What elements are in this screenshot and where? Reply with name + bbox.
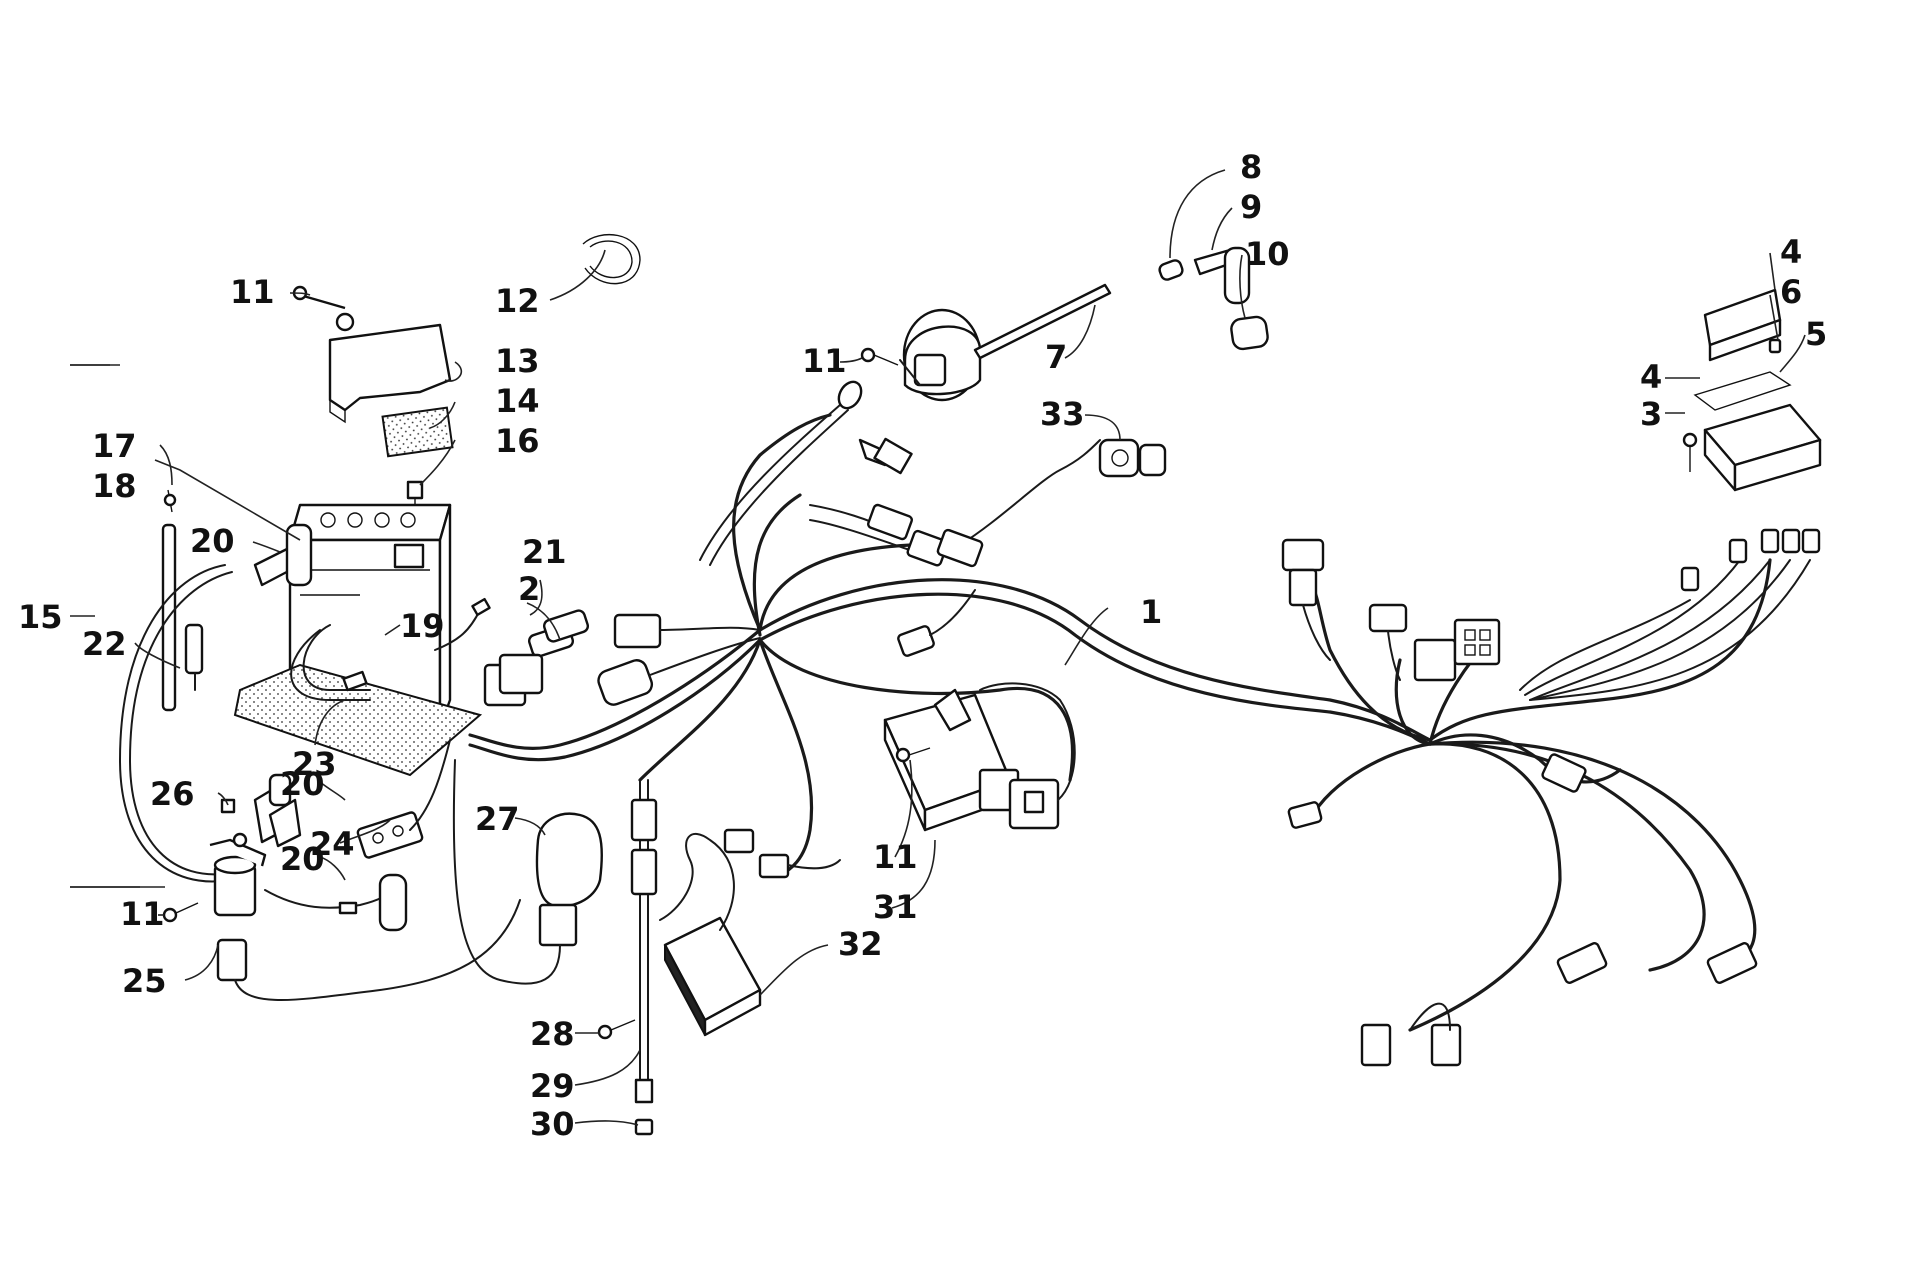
callout-16: 16 — [495, 422, 540, 460]
connector-33 — [959, 438, 1167, 546]
battery-nut-16 — [406, 480, 424, 512]
fuse-gasket-5 — [1693, 371, 1792, 411]
callout-9: 9 — [1240, 188, 1262, 226]
callout-11-coil: 11 — [802, 342, 847, 380]
callout-20-solenoid-lower: 20 — [280, 840, 325, 878]
callout-20-solenoid-upper: 20 — [280, 765, 325, 803]
fuse-box-cover-4 — [1703, 288, 1782, 362]
coil-screw-11 — [860, 347, 899, 366]
foam-pad-14 — [381, 406, 454, 458]
ring-terminal-wire — [699, 380, 863, 566]
cdi-module-31 — [883, 688, 1020, 832]
callout-4-box: 4 — [1640, 358, 1662, 396]
callout-30: 30 — [530, 1105, 575, 1143]
connector-upper-right-a — [1281, 538, 1331, 661]
lower-right-connectors — [1360, 942, 1758, 1067]
connector-upper-right-b — [1368, 603, 1408, 681]
callout-22: 22 — [82, 625, 127, 663]
callout-20-battery: 20 — [190, 522, 235, 560]
callout-17: 17 — [92, 427, 137, 465]
relay-block-right — [1413, 618, 1501, 682]
negative-battery-cable-19 — [290, 624, 371, 701]
solenoid-screw-11 — [162, 902, 199, 923]
callout-29: 29 — [530, 1067, 575, 1105]
callout-6: 6 — [1780, 273, 1802, 311]
ground-wire-21 — [434, 597, 491, 651]
solenoid-boot-20 — [253, 773, 302, 848]
ignition-coil-7 — [899, 283, 1112, 402]
solenoid-plug — [216, 899, 521, 1001]
plug-right-center — [1541, 753, 1587, 793]
ground-nut-30 — [634, 1118, 654, 1136]
callout-7: 7 — [1045, 338, 1067, 376]
bracket-screw — [292, 285, 346, 310]
battery-tray-pad-23 — [233, 663, 483, 777]
callout-21: 21 — [522, 533, 567, 571]
module-plug-32 — [723, 828, 841, 879]
callout-18: 18 — [92, 467, 137, 505]
fuse-box-screw-3 — [1682, 432, 1698, 472]
starter-solenoid-25 — [209, 832, 267, 917]
fuse-holder-2 — [483, 609, 590, 707]
callout-27: 27 — [475, 800, 520, 838]
relay-plug-near-solenoid — [356, 739, 451, 859]
callout-28: 28 — [530, 1015, 575, 1053]
boot-seal-8 — [1158, 259, 1184, 281]
solenoid-nut-26 — [220, 798, 236, 814]
starter-cable-24 — [264, 873, 408, 932]
vent-tube-18 — [161, 489, 177, 712]
single-plug-center — [897, 589, 976, 657]
callout-15: 15 — [18, 598, 63, 636]
small-plug-right-low — [1287, 801, 1323, 829]
callout-33: 33 — [1040, 395, 1085, 433]
callout-1: 1 — [1140, 593, 1162, 631]
callout-8: 8 — [1240, 148, 1262, 186]
callout-25: 25 — [122, 962, 167, 1000]
margin-ticks — [70, 364, 140, 888]
callout-14: 14 — [495, 382, 540, 420]
positive-battery-cable-22 — [118, 564, 233, 883]
callout-11-cdi: 11 — [873, 838, 918, 876]
cdi-connector — [979, 682, 1076, 830]
callout-3: 3 — [1640, 395, 1662, 433]
plug-pair-center — [809, 503, 984, 568]
callout-24: 24 — [310, 825, 355, 863]
callout-23: 23 — [292, 745, 337, 783]
left-plug-upper — [613, 613, 761, 649]
battery-hold-down-bracket — [328, 312, 452, 424]
spark-plug-cap-9 — [1193, 246, 1251, 305]
callout-4-cover: 4 — [1780, 233, 1802, 271]
control-module-32 — [659, 833, 762, 1037]
spark-plug-boot-10 — [1230, 315, 1269, 351]
callout-5: 5 — [1805, 315, 1827, 353]
leader-lines — [70, 169, 1806, 1126]
callout-26: 26 — [150, 775, 195, 813]
spade-terminal — [858, 437, 913, 475]
callout-11-solenoid: 11 — [120, 895, 165, 933]
callout-labels: 1 2 3 4 4 5 6 7 8 9 10 11 11 11 11 12 13… — [18, 148, 1827, 1143]
callout-2: 2 — [518, 570, 540, 608]
main-wiring-harness — [468, 413, 1772, 1032]
callout-13: 13 — [495, 342, 540, 380]
ground-wire-29 — [630, 779, 658, 1104]
callout-31: 31 — [873, 888, 918, 926]
starter-relay-27 — [452, 759, 603, 985]
clamp-ring — [582, 233, 641, 285]
cdi-screw-11 — [895, 747, 931, 763]
callout-19: 19 — [400, 607, 445, 645]
fuse-6 — [1768, 338, 1782, 354]
callout-12: 12 — [495, 282, 540, 320]
left-plug-lower — [597, 637, 761, 706]
fuse-box-4 — [1703, 403, 1822, 492]
ground-screw-28 — [597, 1019, 636, 1040]
callout-32: 32 — [838, 925, 883, 963]
callout-10: 10 — [1245, 235, 1290, 273]
fuse-wires-right — [1519, 528, 1821, 701]
callout-11-bracket: 11 — [230, 273, 275, 311]
battery-terminal-boot-20 — [253, 523, 313, 587]
